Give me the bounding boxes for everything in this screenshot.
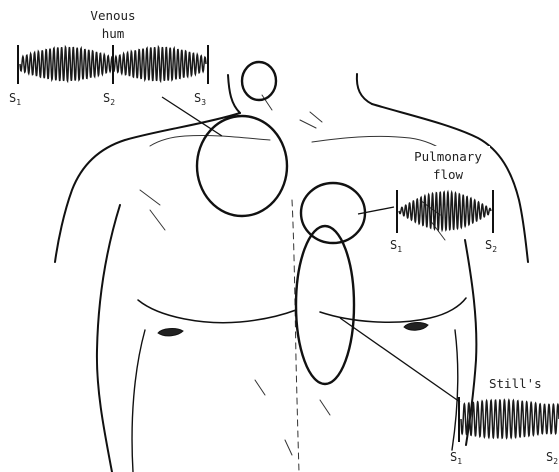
- neck-right-line: [357, 74, 372, 104]
- venous-s3-letter: S: [194, 91, 201, 105]
- abdomen-hatch-3: [285, 440, 292, 455]
- heart-sound-ticks: [18, 45, 493, 442]
- left-pectoral-curve: [138, 300, 296, 323]
- pointer-lines: [162, 97, 460, 402]
- abdomen-hatch-2: [320, 400, 330, 415]
- neck-hatch-3: [310, 112, 322, 122]
- auscultation-areas: [197, 62, 365, 384]
- right-torso-side: [452, 330, 458, 450]
- abdomen-hatch-1: [255, 380, 265, 395]
- venous-s3-label: S3: [194, 91, 206, 107]
- left-nipple: [158, 329, 183, 336]
- left-arm-line: [97, 205, 120, 472]
- neck-hatch-2: [300, 120, 316, 128]
- left-torso-side: [132, 330, 145, 472]
- wave-pulm-path: [399, 192, 491, 230]
- stills-ellipse: [296, 226, 354, 384]
- stills-s1-sub: 1: [457, 457, 462, 466]
- venous-s1-letter: S: [9, 91, 16, 105]
- venous-s2-sub: 2: [110, 98, 115, 107]
- venous-s1-label: S1: [9, 91, 21, 107]
- venous-s3-sub: 3: [201, 98, 206, 107]
- pulmonary-flow-circle: [301, 183, 365, 243]
- chest-hatch-1: [140, 190, 160, 205]
- pulm-s1-letter: S: [390, 238, 397, 252]
- wave-stills-path: [461, 400, 559, 438]
- venous-s1-sub: 1: [16, 98, 21, 107]
- venous-hum-title-line1: Venous: [90, 8, 135, 23]
- venous-s2-letter: S: [103, 91, 110, 105]
- stills-s2-label: S2: [546, 450, 558, 466]
- right-nipple: [404, 323, 428, 331]
- pulm-s1-label: S1: [390, 238, 402, 254]
- torso-outline: [55, 74, 528, 472]
- stills-s1-letter: S: [450, 450, 457, 464]
- stills-waveform: [461, 400, 559, 438]
- venous-s2-label: S2: [103, 91, 115, 107]
- left-clavicle: [150, 135, 270, 146]
- pulm-s1-sub: 1: [397, 245, 402, 254]
- venous-hum-title-line2: hum: [102, 26, 125, 41]
- pulm-s2-label: S2: [485, 238, 497, 254]
- neck-circle: [242, 62, 276, 100]
- pulmonary-flow-waveform: [399, 192, 491, 230]
- chest-hatch-2: [150, 210, 165, 230]
- stills-s1-label: S1: [450, 450, 462, 466]
- nipples: [158, 323, 428, 336]
- torso-detail-strokes: [140, 95, 445, 472]
- pulm-s2-sub: 2: [492, 245, 497, 254]
- stills-s2-sub: 2: [553, 457, 558, 466]
- pulmonary-flow-title-line2: flow: [433, 167, 464, 182]
- pulmonary-flow-title-line1: Pulmonary: [414, 149, 482, 164]
- neck-left-line: [228, 75, 240, 113]
- pulm-s2-letter: S: [485, 238, 492, 252]
- venous-hum-circle: [197, 116, 287, 216]
- stills-pointer: [340, 318, 460, 402]
- stills-s2-letter: S: [546, 450, 553, 464]
- stills-title: Still's: [489, 376, 542, 391]
